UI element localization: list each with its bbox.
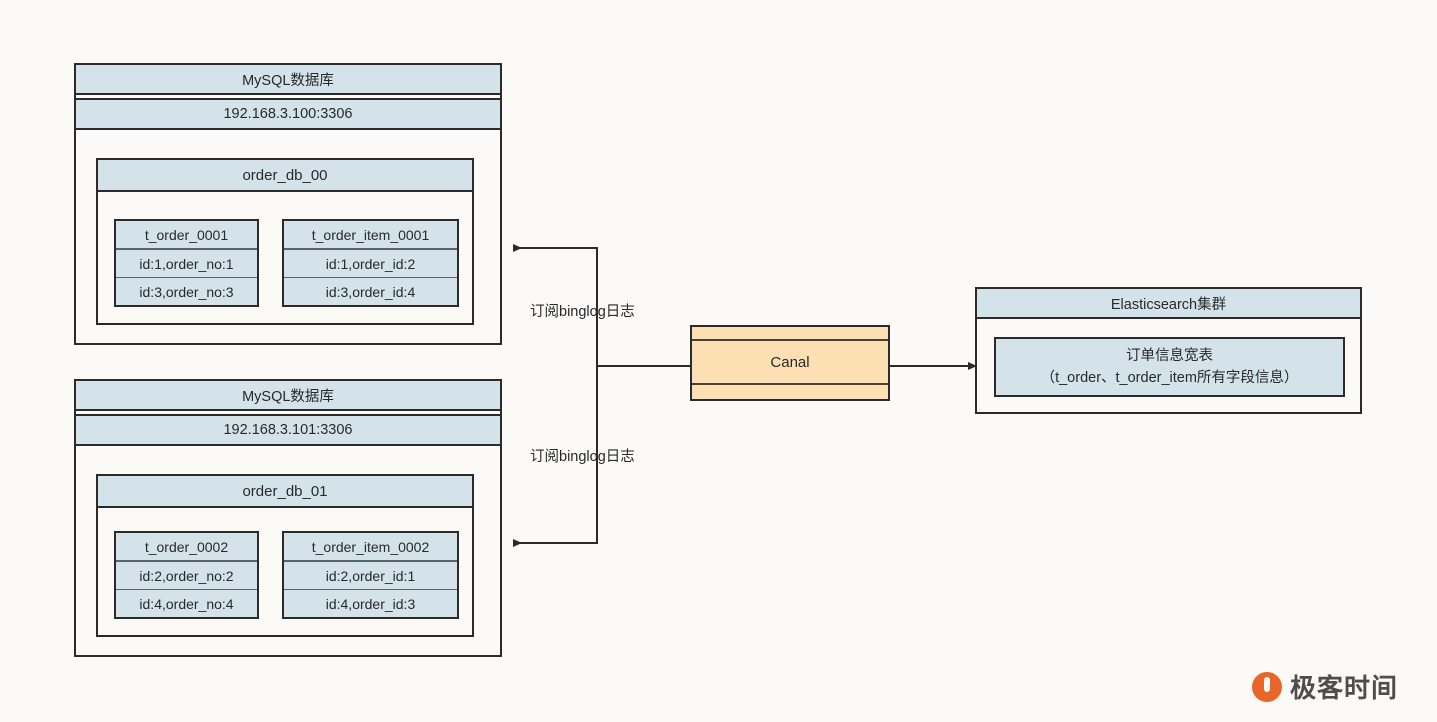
geektime-logo-icon	[1252, 671, 1282, 702]
table-name: t_order_0001	[116, 221, 257, 249]
edge-label-binlog-1: 订阅binglog日志	[530, 304, 635, 320]
table-name: t_order_item_0002	[284, 533, 457, 561]
table-row: id:3,order_id:4	[284, 277, 457, 305]
canal-bottom-strip	[692, 385, 888, 399]
edge-label-binlog-2: 订阅binglog日志	[530, 449, 635, 465]
table-row: id:4,order_id:3	[284, 589, 457, 617]
table-t-order-item-0002: t_order_item_0002 id:2,order_id:1 id:4,o…	[282, 531, 459, 619]
elasticsearch-title: Elasticsearch集群	[975, 287, 1362, 319]
table-t-order-item-0001: t_order_item_0001 id:1,order_id:2 id:3,o…	[282, 219, 459, 307]
es-index-box: 订单信息宽表 （t_order、t_order_item所有字段信息）	[994, 337, 1345, 397]
table-row: id:2,order_no:2	[116, 561, 257, 589]
es-index-title: 订单信息宽表	[1126, 347, 1213, 364]
schema-box-order-db-00: order_db_00 t_order_0001 id:1,order_no:1…	[96, 158, 474, 325]
mysql-1-address: 192.168.3.100:3306	[74, 98, 502, 130]
schema-box-order-db-01: order_db_01 t_order_0002 id:2,order_no:2…	[96, 474, 474, 637]
canal-top-strip	[692, 327, 888, 341]
mysql-2-title: MySQL数据库	[74, 379, 502, 411]
table-t-order-0002: t_order_0002 id:2,order_no:2 id:4,order_…	[114, 531, 259, 619]
table-name: t_order_0002	[116, 533, 257, 561]
schema-title-order-db-01: order_db_01	[98, 476, 472, 508]
table-row: id:1,order_id:2	[284, 249, 457, 277]
table-row: id:1,order_no:1	[116, 249, 257, 277]
es-index-fields: （t_order、t_order_item所有字段信息）	[1040, 370, 1299, 386]
table-t-order-0001: t_order_0001 id:1,order_no:1 id:3,order_…	[114, 219, 259, 307]
canal-label: Canal	[692, 341, 888, 385]
watermark: 极客时间	[1252, 668, 1398, 705]
schema-title-order-db-00: order_db_00	[98, 160, 472, 192]
watermark-text: 极客时间	[1290, 673, 1399, 703]
table-row: id:2,order_id:1	[284, 561, 457, 589]
mysql-2-address: 192.168.3.101:3306	[74, 414, 502, 446]
table-row: id:3,order_no:3	[116, 277, 257, 305]
elasticsearch-node: Elasticsearch集群 订单信息宽表 （t_order、t_order_…	[975, 287, 1362, 414]
mysql-node-2: MySQL数据库 192.168.3.101:3306 order_db_01 …	[74, 379, 502, 657]
mysql-1-title: MySQL数据库	[74, 63, 502, 95]
table-name: t_order_item_0001	[284, 221, 457, 249]
mysql-node-1: MySQL数据库 192.168.3.100:3306 order_db_00 …	[74, 63, 502, 345]
table-row: id:4,order_no:4	[116, 589, 257, 617]
canal-node: Canal	[690, 325, 890, 401]
